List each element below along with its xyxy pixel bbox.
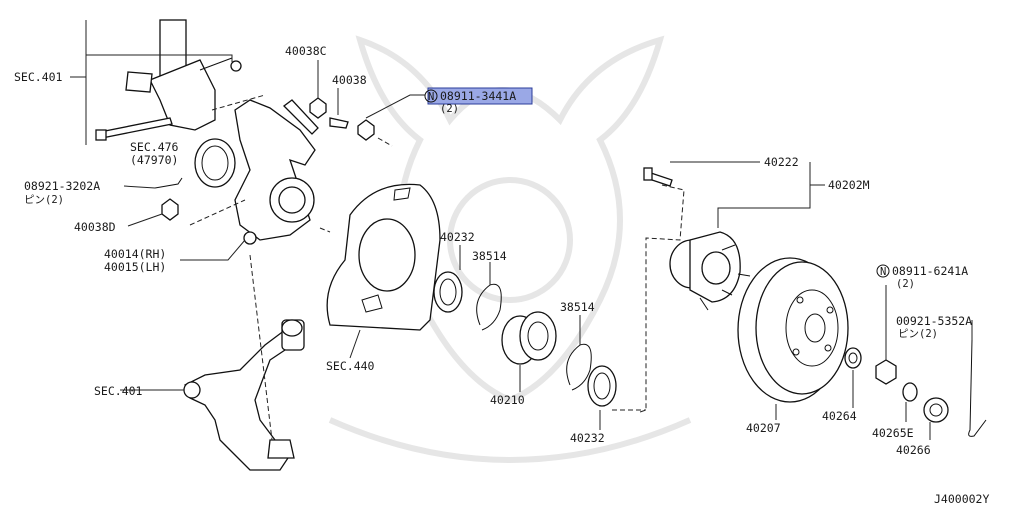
seal-40232-upper <box>433 245 463 313</box>
label-38514-lower: 38514 <box>560 300 595 314</box>
bolt-40038 <box>329 88 349 129</box>
lower-control-arm <box>120 254 305 471</box>
bolt-lower-strut <box>95 117 173 141</box>
label-08921-3202a: 08921-3202A <box>24 179 100 193</box>
wheel-hub <box>669 231 751 311</box>
label-40202m: 40202M <box>828 178 870 192</box>
label-38514-upper: 38514 <box>472 249 507 263</box>
label-00921-5352a: 00921-5352A <box>896 314 972 328</box>
nut-40038d <box>127 198 179 227</box>
n-marker-icon <box>424 89 438 103</box>
washer-40264 <box>844 347 862 408</box>
label-08911-3441a: 08911-3441A <box>440 89 516 103</box>
sec401-top-bracket-lines <box>70 20 233 145</box>
pin-08921-3202a <box>123 177 183 189</box>
lock-nut-40266 <box>923 397 949 440</box>
nut-08911-3441a <box>357 94 425 147</box>
label-40038: 40038 <box>332 73 367 87</box>
qty-08911-3441a: (2) <box>440 103 459 115</box>
label-40232-upper: 40232 <box>440 230 475 244</box>
label-pin-a: ピン(2) <box>24 194 64 206</box>
label-sec440: SEC.440 <box>326 359 375 373</box>
knuckle-dashed-outline <box>189 94 331 233</box>
label-sec476: SEC.476 <box>130 140 179 154</box>
label-40266: 40266 <box>896 443 931 457</box>
leader-40014-40015 <box>180 239 246 261</box>
seal-40232-lower <box>587 365 617 430</box>
label-pin-b: ピン(2) <box>898 328 938 340</box>
nut-08911-6241a <box>875 285 897 385</box>
label-47970: (47970) <box>130 153 178 167</box>
label-40014: 40014(RH) <box>104 247 166 261</box>
label-40038d: 40038D <box>74 220 116 234</box>
abs-sensor-ring <box>194 138 236 188</box>
disc-rotor-40207 <box>737 257 849 420</box>
wheel-bolt-40222 <box>643 167 673 187</box>
n-marker-2: N <box>880 266 886 278</box>
label-40222: 40222 <box>764 155 799 169</box>
strut-assembly <box>125 19 242 131</box>
label-40265e: 40265E <box>872 426 914 440</box>
label-40038c: 40038C <box>285 44 327 58</box>
label-08911-6241a: 08911-6241A <box>892 264 968 278</box>
snap-ring-38514-upper <box>476 262 502 331</box>
label-40015: 40015(LH) <box>104 260 166 274</box>
diagram-code: J400002Y <box>934 492 989 506</box>
label-40207: 40207 <box>746 421 781 435</box>
qty-08911-6241a: (2) <box>896 278 915 290</box>
label-sec401-top: SEC.401 <box>14 70 63 84</box>
nut-40038c <box>309 60 327 119</box>
cap-40265e <box>902 382 918 422</box>
cotter-pin-00921-5352a <box>968 320 987 437</box>
hub-group-bracket-lines <box>612 161 825 413</box>
n-marker-icon-2 <box>876 264 890 278</box>
label-40210: 40210 <box>490 393 525 407</box>
label-sec401-bottom: SEC.401 <box>94 384 143 398</box>
steering-knuckle <box>234 99 319 245</box>
n-marker-1: N <box>428 91 434 103</box>
highlight-08911-3441a <box>427 87 533 105</box>
backing-plate-sec440 <box>326 183 441 359</box>
bearing-40210 <box>501 311 557 392</box>
label-40264: 40264 <box>822 409 857 423</box>
label-40232-lower: 40232 <box>570 431 605 445</box>
snap-ring-38514-lower <box>566 315 592 391</box>
